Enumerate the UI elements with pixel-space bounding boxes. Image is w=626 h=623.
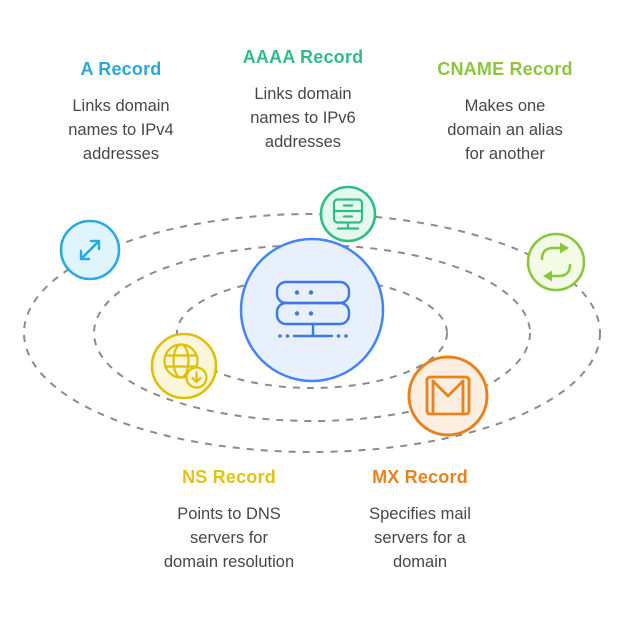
cname-record-title: CNAME Record [437,59,573,79]
a-record-description: Links domain names to IPv4 addresses [68,97,174,163]
cname-record-description: Makes one domain an alias for another [447,97,563,163]
cname-record-block: CNAME Record Makes one domain an alias f… [410,58,600,166]
ns-record-description: Points to DNS servers for domain resolut… [163,505,295,571]
globe-download-icon [163,343,208,389]
orbit-ellipse-outer [23,213,601,453]
a-record-title: A Record [80,59,162,79]
cname-record-circle [526,232,586,292]
resize-arrows-icon [79,239,101,261]
dns-server-icon-dots [278,290,348,338]
aaaa-record-node [319,185,377,243]
aaaa-record-title: AAAA Record [242,47,364,67]
ns-record-title: NS Record [182,467,276,487]
mx-record-block: MX Record Specifies mail servers for a d… [325,466,515,574]
central-node [239,237,385,383]
mx-record-node [407,355,489,437]
mx-record-title: MX Record [372,467,468,487]
aaaa-record-circle [319,185,377,243]
a-record-block: A Record Links domain names to IPv4 addr… [26,58,216,166]
orbit-ellipse-middle [93,244,531,422]
ns-record-block: NS Record Points to DNS servers for doma… [134,466,324,574]
ns-record-node [150,332,218,400]
envelope-icon [425,375,471,416]
aaaa-record-block: AAAA Record Links domain names to IPv6 a… [208,46,398,154]
aaaa-record-description: Links domain names to IPv6 addresses [250,85,356,151]
cname-record-node [526,232,586,292]
server-rack-icon [332,198,364,230]
central-circle [239,237,385,383]
mx-record-description: Specifies mail servers for a domain [369,505,471,571]
dns-server-icon [275,280,351,338]
a-record-node [59,219,121,281]
swap-arrows-icon [540,242,572,282]
